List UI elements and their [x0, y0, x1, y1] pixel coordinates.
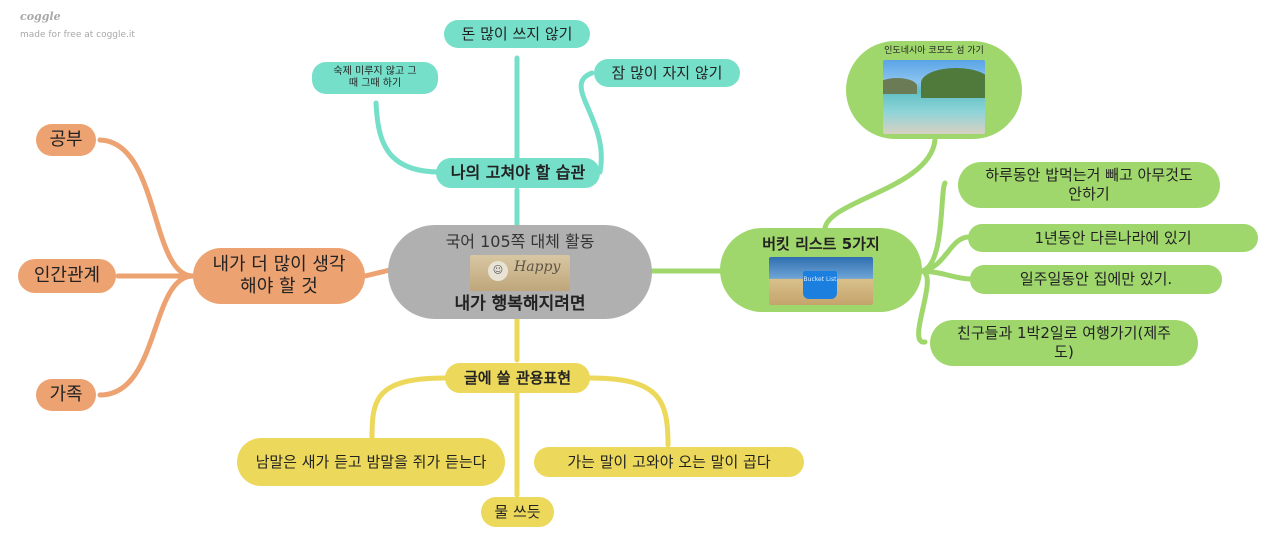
- idioms-label: 글에 쓸 관용표현: [463, 368, 572, 387]
- connector-orange-main: [362, 267, 393, 279]
- center-subtitle: 국어 105쪽 대체 활동: [445, 232, 595, 252]
- bucket-item-4-label: 친구들과 1박2일로 여행가기(제주도): [957, 324, 1171, 361]
- family-label: 가족: [49, 383, 83, 405]
- connector-green-photo: [822, 137, 938, 231]
- study-label: 공부: [49, 128, 83, 150]
- connector-green-trip: [916, 268, 930, 345]
- idioms-node[interactable]: 글에 쓸 관용표현: [445, 363, 590, 393]
- komodo-photo: [883, 60, 985, 135]
- bucket-item-1-node[interactable]: 하루동안 밥먹는거 빼고 아무것도 안하기: [958, 162, 1220, 208]
- habit-money-node[interactable]: 돈 많이 쓰지 않기: [444, 20, 590, 48]
- think-label: 내가 더 많이 생각 해야 할 것: [212, 253, 346, 298]
- bucket-item-1-label: 하루동안 밥먹는거 빼고 아무것도 안하기: [985, 166, 1193, 203]
- habit-homework-node[interactable]: 숙제 미루지 않고 그때 그때 하기: [312, 62, 438, 94]
- habits-label: 나의 고쳐야 할 습관: [450, 163, 586, 182]
- idiom-walls-node[interactable]: 남말은 새가 듣고 밤말을 쥐가 듣는다: [237, 438, 505, 486]
- habit-sleep-node[interactable]: 잠 많이 자지 않기: [594, 59, 740, 87]
- bucket-item-3-node[interactable]: 일주일동안 집에만 있기.: [970, 265, 1222, 294]
- bucket-item-2-label: 1년동안 다른나라에 있기: [1034, 228, 1192, 247]
- happy-stone-text: Happy: [514, 259, 561, 276]
- bucket-item-4-node[interactable]: 친구들과 1박2일로 여행가기(제주도): [930, 320, 1198, 366]
- family-node[interactable]: 가족: [36, 379, 96, 411]
- connector-yellow-right: [587, 375, 671, 448]
- bucket-image: Bucket List: [769, 257, 873, 306]
- bucket-image-text: Bucket List: [803, 276, 837, 284]
- habit-homework-label: 숙제 미루지 않고 그때 그때 하기: [333, 65, 417, 90]
- relations-node[interactable]: 인간관계: [18, 259, 116, 293]
- idiom-water-label: 물 쓰듯: [494, 502, 541, 521]
- habits-node[interactable]: 나의 고쳐야 할 습관: [436, 158, 600, 188]
- idiom-walls-label: 남말은 새가 듣고 밤말을 쥐가 듣는다: [255, 452, 487, 471]
- idiom-words-node[interactable]: 가는 말이 고와야 오는 말이 곱다: [534, 447, 804, 477]
- connector-orange-family: [97, 273, 196, 398]
- connector-green-week: [919, 268, 973, 282]
- center-title: 내가 행복해지려면: [454, 294, 586, 315]
- bucket-item-2-node[interactable]: 1년동안 다른나라에 있기: [968, 224, 1258, 252]
- habit-sleep-label: 잠 많이 자지 않기: [611, 63, 723, 82]
- idiom-words-label: 가는 말이 고와야 오는 말이 곱다: [567, 452, 771, 471]
- study-node[interactable]: 공부: [36, 124, 96, 156]
- coggle-tagline: made for free at coggle.it: [20, 30, 135, 40]
- think-node[interactable]: 내가 더 많이 생각 해야 할 것: [193, 248, 365, 304]
- bucket-item-3-label: 일주일동안 집에만 있기.: [1019, 270, 1173, 289]
- center-happy-image: ☺ Happy: [470, 255, 570, 292]
- komodo-label: 인도네시아 코모도 섬 가기: [884, 45, 984, 56]
- idiom-water-node[interactable]: 물 쓰듯: [481, 497, 554, 527]
- center-node[interactable]: 국어 105쪽 대체 활동 ☺ Happy 내가 행복해지려면: [388, 225, 652, 319]
- coggle-watermark: coggle made for free at coggle.it: [20, 10, 135, 40]
- connector-orange-study: [97, 137, 196, 279]
- bucket-list-label: 버킷 리스트 5가지: [762, 234, 880, 253]
- coggle-logo: coggle: [20, 10, 61, 23]
- relations-label: 인간관계: [33, 264, 101, 286]
- habit-money-label: 돈 많이 쓰지 않기: [461, 24, 573, 43]
- connector-yellow-left: [369, 375, 448, 441]
- bucket-list-node[interactable]: 버킷 리스트 5가지 Bucket List: [720, 228, 922, 312]
- connector-teal-homework: [373, 100, 443, 175]
- komodo-node[interactable]: 인도네시아 코모도 섬 가기: [846, 41, 1022, 139]
- connector-teal-sleep: [578, 70, 604, 175]
